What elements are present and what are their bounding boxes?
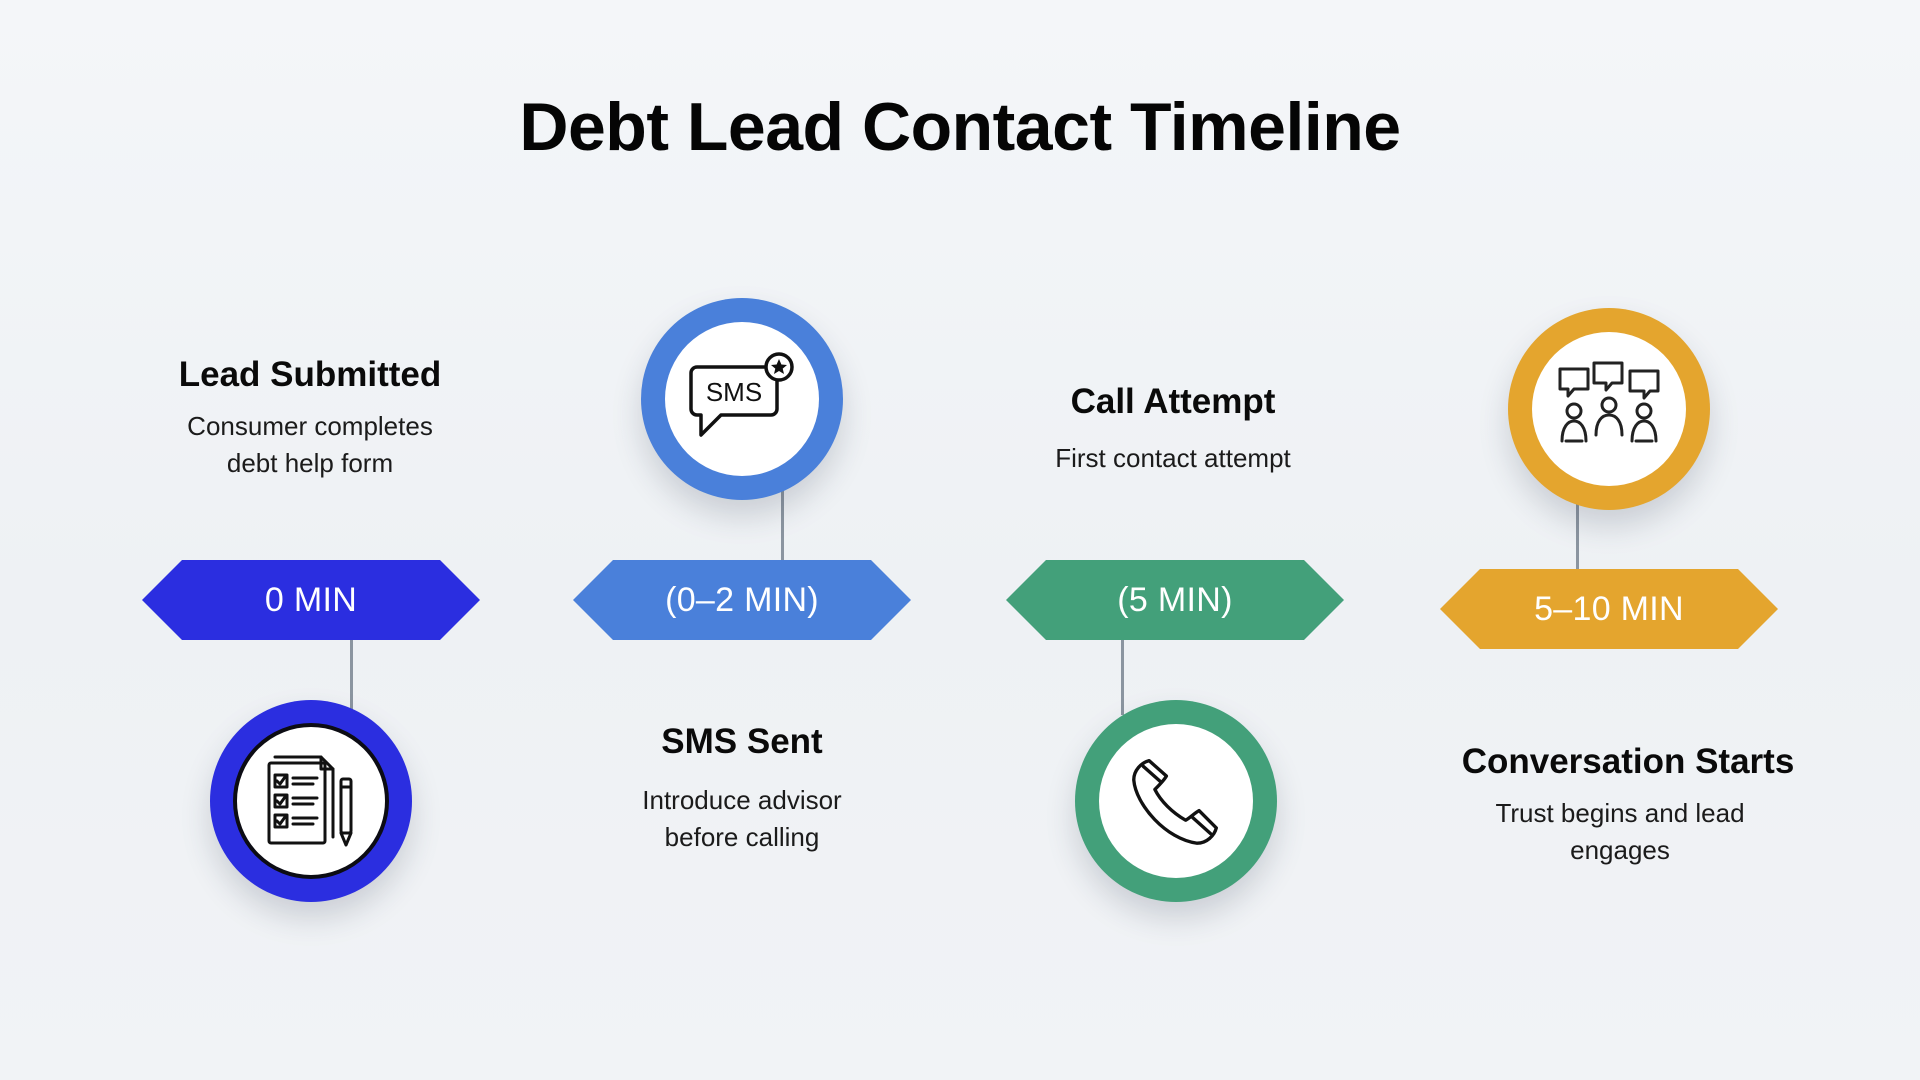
step-4-icon-circle [1508, 308, 1710, 510]
step-3-description: First contact attempt [1055, 443, 1291, 473]
step-3-icon-circle [1075, 700, 1277, 902]
connector-line-2 [781, 485, 784, 561]
step-1-time-badge: 0 MIN [142, 560, 480, 640]
form-checklist-icon [267, 755, 353, 847]
step-4-time-badge: 5–10 MIN [1440, 569, 1778, 649]
page-title: Debt Lead Contact Timeline [519, 89, 1401, 165]
step-4-description: Trust begins and lead engages [1495, 798, 1745, 865]
connector-line-3 [1121, 640, 1124, 715]
sms-message-icon: SMS [689, 352, 794, 437]
step-2-description: Introduce advisor before calling [642, 785, 842, 852]
step-2-title: SMS Sent [661, 722, 823, 761]
step-2-time-badge: (0–2 MIN) [573, 560, 911, 640]
step-1-title: Lead Submitted [178, 355, 442, 394]
sms-icon-label: SMS [706, 377, 762, 407]
step-3-title: Call Attempt [1070, 382, 1276, 421]
step-2-icon-circle: SMS [641, 298, 843, 500]
phone-handset-icon [1132, 759, 1218, 845]
step-1-icon-circle [210, 700, 412, 902]
step-4-title: Conversation Starts [1461, 742, 1795, 781]
step-3-time-badge: (5 MIN) [1006, 560, 1344, 640]
connector-line-1 [350, 640, 353, 715]
step-1-description: Consumer completes debt help form [187, 411, 433, 478]
group-conversation-icon [1558, 361, 1660, 443]
connector-line-4 [1576, 495, 1579, 570]
